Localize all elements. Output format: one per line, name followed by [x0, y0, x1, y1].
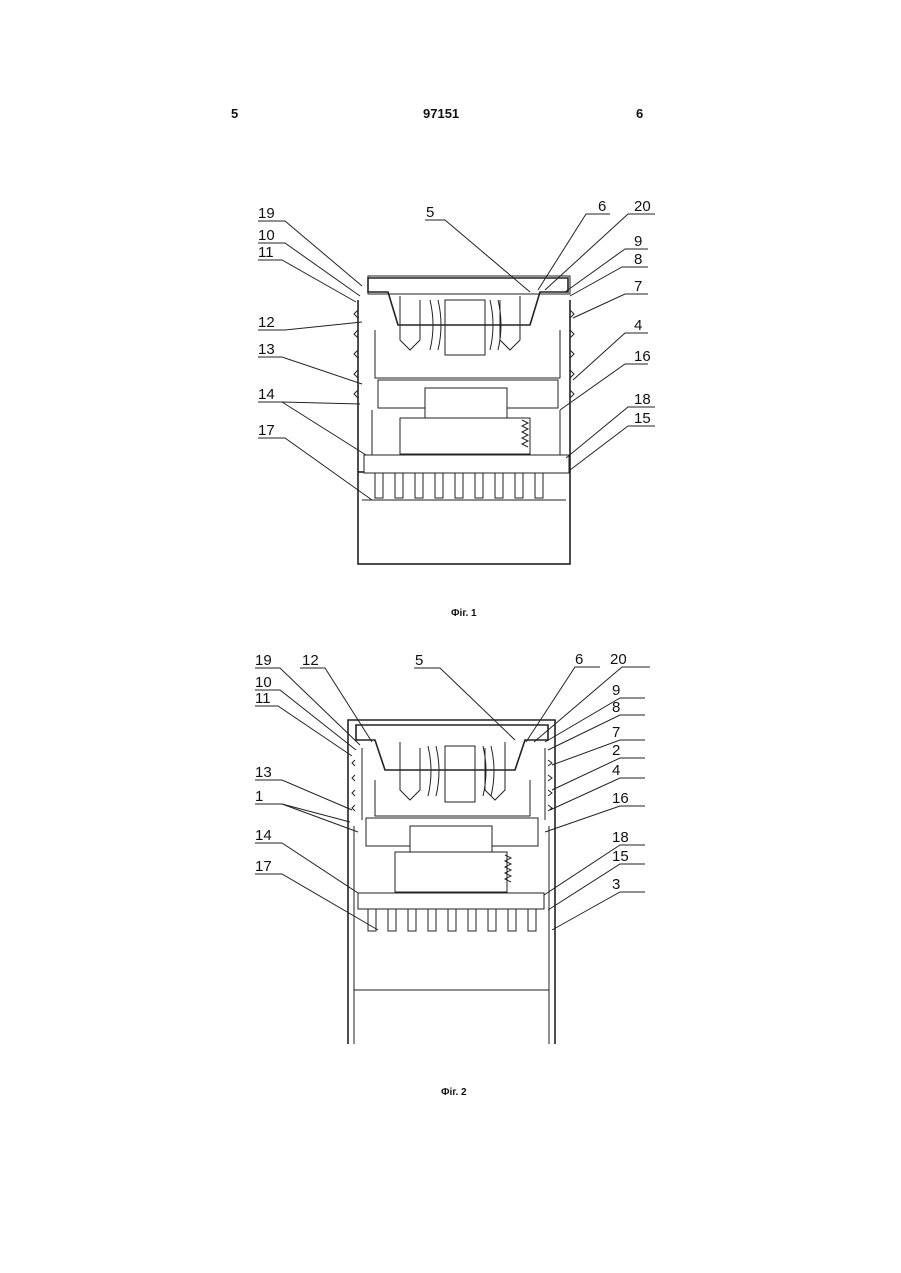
fig2-label-5: 5: [415, 652, 423, 669]
fig2-label-16: 16: [612, 790, 629, 807]
fig2-label-1: 1: [255, 788, 263, 805]
fig2-label-11: 11: [255, 690, 271, 707]
fig2-label-15: 15: [612, 848, 629, 865]
fig2-label-14: 14: [255, 827, 272, 844]
fig2-label-3: 3: [612, 876, 620, 893]
fig2-label-10: 10: [255, 674, 272, 691]
fig2-label-17: 17: [255, 858, 272, 875]
fig2-label-2: 2: [612, 742, 620, 759]
fig2-label-12: 12: [302, 652, 319, 669]
fig2-label-18: 18: [612, 829, 629, 846]
fig2-label-9: 9: [612, 682, 620, 699]
fig2-label-7: 7: [612, 724, 620, 741]
fig2-label-6: 6: [575, 651, 583, 668]
fig2-label-19: 19: [255, 652, 272, 669]
fig2-label-13: 13: [255, 764, 272, 781]
fig2-label-4: 4: [612, 762, 620, 779]
fig2-label-20: 20: [610, 651, 627, 668]
fig2-label-8: 8: [612, 699, 620, 716]
figure-2-caption: Фіг. 2: [441, 1087, 467, 1098]
